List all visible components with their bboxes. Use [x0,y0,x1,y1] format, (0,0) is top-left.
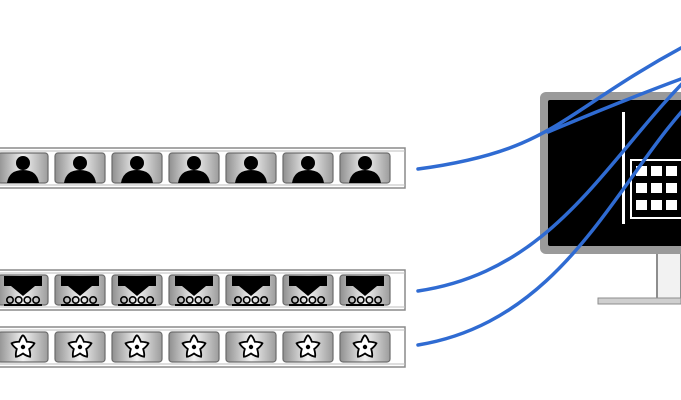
film-frame [339,152,391,184]
film-frame [282,152,334,184]
filmstrip-audience [0,269,406,311]
person-silhouette-icon [7,156,39,183]
film-frame [0,274,49,306]
audience-stage-icon [289,276,327,306]
film-frame [225,331,277,363]
connector-line-4 [546,77,681,134]
flower-icon [238,334,264,358]
monitor-base [597,297,681,305]
screen-key [651,200,662,210]
monitor-stand [656,251,681,303]
connector-line-3 [416,109,681,347]
monitor-screen [548,100,681,246]
film-frame [0,152,49,184]
screen-key [636,166,647,176]
film-frame [168,331,220,363]
filmstrips [0,147,406,368]
film-frame [54,152,106,184]
filmstrip-person [0,147,406,189]
film-frame [111,152,163,184]
screen-grid [630,159,681,219]
audience-stage-icon [346,276,384,306]
flower-icon [10,334,36,358]
screen-key [651,166,662,176]
computer-monitor [540,92,681,305]
film-frame [168,152,220,184]
person-silhouette-icon [64,156,96,183]
connector-line-1 [416,46,681,171]
person-silhouette-icon [121,156,153,183]
filmstrip-flower [0,326,406,368]
screen-divider [622,112,625,224]
screen-panel [630,159,681,219]
screen-key [636,200,647,210]
screen-key [666,166,677,176]
film-frame [111,331,163,363]
person-silhouette-icon [235,156,267,183]
screen-key [666,200,677,210]
person-silhouette-icon [178,156,210,183]
film-frame [339,331,391,363]
audience-stage-icon [4,276,42,306]
connector-lines [416,46,681,347]
screen-key [651,183,662,193]
person-silhouette-icon [292,156,324,183]
flower-icon [124,334,150,358]
film-frame [339,274,391,306]
film-frame [168,274,220,306]
film-frame [282,274,334,306]
connector-line-2 [416,82,681,293]
film-frame [282,331,334,363]
flower-icon [295,334,321,358]
film-frame [54,331,106,363]
screen-key [636,183,647,193]
person-silhouette-icon [349,156,381,183]
flower-icon [181,334,207,358]
flower-icon [352,334,378,358]
film-frame [225,274,277,306]
audience-stage-icon [232,276,270,306]
audience-stage-icon [61,276,99,306]
film-frame [54,274,106,306]
screen-key [666,183,677,193]
flower-icon [67,334,93,358]
audience-stage-icon [175,276,213,306]
film-frame [0,331,49,363]
film-frame [111,274,163,306]
audience-stage-icon [118,276,156,306]
film-frame [225,152,277,184]
